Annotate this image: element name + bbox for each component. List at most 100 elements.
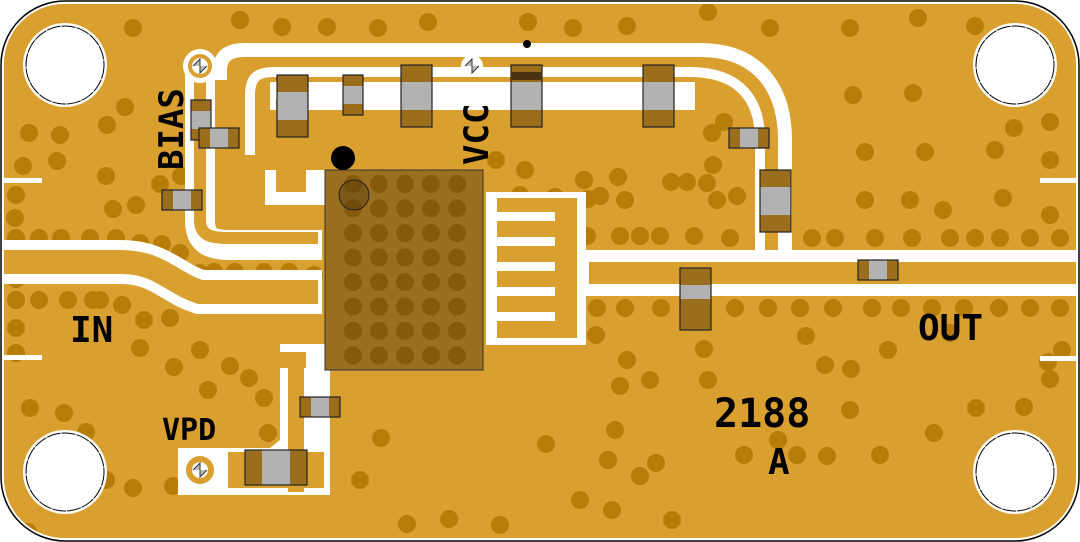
vpd-test-point[interactable] [186, 456, 214, 484]
via [351, 471, 369, 489]
test-point-icon [192, 57, 208, 75]
via [51, 126, 69, 144]
vcc-bus-gap [270, 82, 695, 110]
via [609, 168, 627, 186]
via [824, 299, 842, 317]
via [699, 4, 717, 21]
smd-component [728, 127, 770, 149]
via [647, 454, 665, 472]
via [151, 175, 169, 193]
part-number-label: 2188 [714, 391, 810, 437]
component-pad [401, 65, 432, 82]
component-pad [245, 450, 262, 485]
via [587, 326, 605, 344]
component-pad [300, 397, 311, 417]
via [856, 191, 874, 209]
via [826, 229, 844, 247]
via [955, 299, 973, 317]
via [113, 296, 131, 314]
smd-component [342, 74, 364, 116]
via [704, 156, 722, 174]
via [816, 356, 834, 374]
via [1005, 119, 1023, 137]
ic-thermal-via [396, 273, 414, 291]
via [966, 229, 984, 247]
edge-notch [4, 178, 42, 183]
via [131, 339, 149, 357]
via [519, 13, 537, 31]
via [537, 435, 555, 453]
smd-component [161, 189, 203, 211]
via [991, 229, 1009, 247]
via [726, 299, 744, 317]
via [191, 341, 209, 359]
via [6, 209, 24, 227]
via [124, 479, 142, 497]
via [699, 371, 717, 389]
component-pad [343, 104, 363, 115]
via [369, 19, 387, 37]
via [255, 389, 273, 407]
via [759, 299, 777, 317]
ic-thermal-via [448, 199, 466, 218]
orientation-dot [523, 40, 531, 48]
via [990, 299, 1008, 317]
via [618, 351, 636, 369]
via [1041, 370, 1059, 388]
via [735, 446, 753, 464]
via [487, 151, 505, 169]
ic-thermal-via [396, 248, 414, 267]
pin1-ring [338, 179, 370, 211]
via [1015, 398, 1033, 416]
smd-component [244, 449, 308, 486]
via [14, 157, 32, 175]
component-pad [162, 190, 173, 210]
via [7, 291, 25, 309]
component-pad [290, 450, 307, 485]
via [901, 191, 919, 209]
revision-label: A [768, 442, 790, 483]
component-pad [511, 110, 542, 127]
edge-notch [4, 355, 42, 360]
component-outline [161, 189, 203, 211]
component-pad [191, 100, 211, 111]
via [124, 19, 142, 37]
component-outline [244, 449, 308, 486]
bias-test-point[interactable] [183, 49, 217, 83]
component-outline [728, 127, 770, 149]
via [967, 399, 985, 417]
via [841, 19, 859, 37]
component-pad [760, 170, 791, 187]
via [871, 446, 889, 464]
comb-finger-gap [497, 287, 555, 296]
edge-notch [1040, 356, 1076, 361]
smd-component [759, 169, 792, 233]
component-outline [299, 396, 341, 418]
via [48, 152, 66, 170]
via [994, 189, 1012, 207]
output-comb-fingers [497, 212, 589, 321]
component-pad [277, 120, 308, 137]
vcc-test-point[interactable] [461, 55, 483, 77]
via [91, 291, 109, 309]
bias-label: BIAS [152, 88, 192, 170]
vcc-label: VCC [457, 104, 497, 165]
via [398, 515, 416, 533]
via [199, 381, 217, 399]
polarity-band [511, 72, 542, 80]
via [240, 369, 258, 387]
ic-thermal-via [370, 248, 388, 267]
vpd-label: VPD [162, 413, 216, 448]
comb-finger-gap [497, 262, 555, 271]
via [879, 341, 897, 359]
edge-notch [1040, 178, 1076, 183]
via [55, 404, 73, 422]
via [856, 143, 874, 161]
via [791, 299, 809, 317]
bias-trace [194, 70, 318, 244]
via [603, 501, 621, 519]
via [761, 19, 779, 37]
ic-thermal-via [422, 199, 440, 218]
vpd-trace-top [276, 352, 306, 368]
smd-component [642, 64, 675, 128]
